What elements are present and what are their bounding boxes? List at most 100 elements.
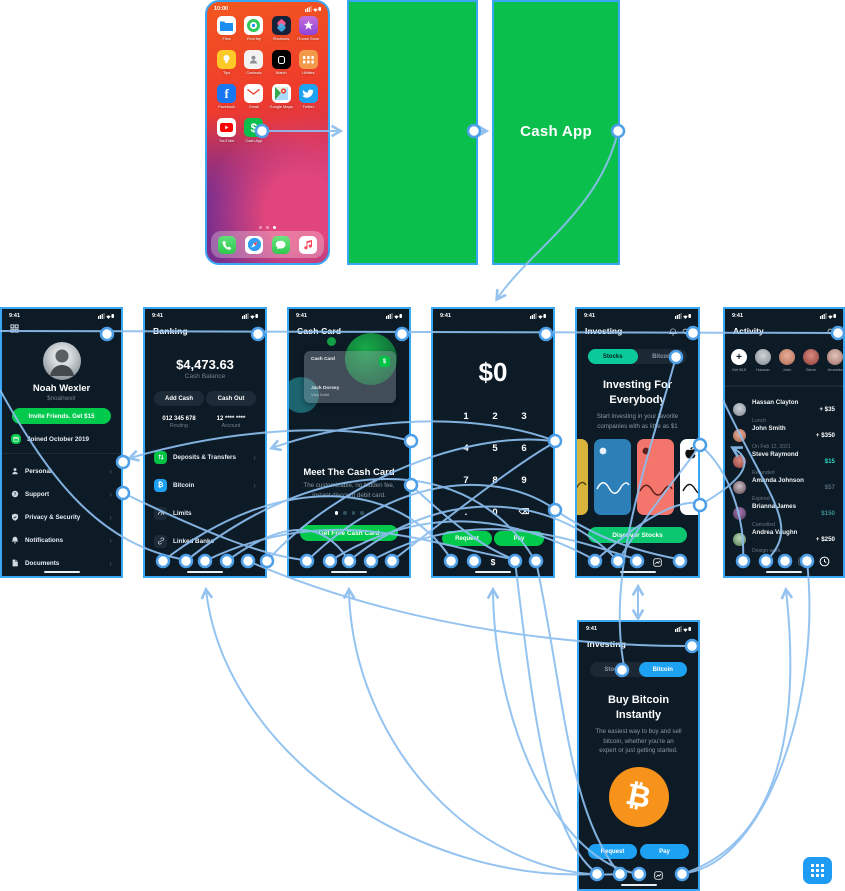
card-tab-icon[interactable] [324,558,333,567]
banking-tab-icon[interactable] [446,558,455,567]
investing-tab-icon[interactable] [220,558,230,567]
dollar-tab-icon[interactable]: $ [346,557,352,567]
banking-tab-icon[interactable] [592,871,601,880]
request-button[interactable]: Request [442,531,492,546]
banking-tab-icon[interactable] [302,558,311,567]
activity-tab-icon[interactable] [243,558,252,567]
profile-screen[interactable]: 9:41 Noah Wexler $noahwxlr Invite Friend… [0,307,123,578]
card-tab-icon[interactable] [614,871,623,880]
banking-tab-icon[interactable] [158,558,167,567]
splash-screen-blank[interactable] [347,0,478,265]
menu-item-personal[interactable]: Personal› [2,461,121,481]
menu-item-privacy[interactable]: Privacy & Security› [2,507,121,527]
cash-card-graphic[interactable]: Cash Card $ Jack Dorsey Visa Debit [304,351,396,403]
invite-friends-button[interactable]: Invite Friends. Get $15 [12,408,111,424]
messages-icon[interactable] [271,235,290,254]
bell-icon[interactable] [669,328,677,336]
cash-out-button[interactable]: Cash Out [206,391,256,406]
contact-amanda[interactable]: Amanda [827,349,843,372]
menu-item-support[interactable]: ? Support› [2,484,121,504]
safari-icon[interactable] [245,235,264,254]
key-2[interactable]: 2 [492,411,498,422]
dollar-tab-icon[interactable]: $ [490,557,496,567]
app-tips[interactable]: Tips [213,50,240,75]
menu-item-notifications[interactable]: Notifications› [2,530,121,550]
app-contacts[interactable]: Contacts [240,50,267,75]
splash-screen-logo[interactable]: Cash App [492,0,620,265]
music-icon[interactable] [298,235,317,254]
app-gmail[interactable]: Gmail [240,84,267,109]
app-googlemaps[interactable]: Google Maps [268,84,295,109]
key-backspace[interactable]: ⌫ [518,507,530,516]
app-watch[interactable]: Watch [268,50,295,75]
key-4[interactable]: 4 [463,443,469,454]
investing-screen[interactable]: 9:41 Investing Stocks Bitcoin Investing … [575,307,700,578]
banking-screen[interactable]: 9:41 Banking $4,473.63 Cash Balance Add … [143,307,267,578]
investing-tab-icon[interactable] [508,558,518,567]
key-9[interactable]: 9 [521,475,527,486]
menu-item-limits[interactable]: Limits› [145,501,265,525]
key-dot[interactable]: . [464,507,468,518]
investing-tab-icon[interactable] [797,557,807,566]
carousel-dots[interactable] [289,511,409,515]
menu-item-transfers[interactable]: Deposits & Transfers› [145,445,265,469]
card-tab-icon[interactable] [759,557,768,566]
search-icon[interactable] [682,328,690,336]
dollar-tab-icon[interactable]: $ [780,556,786,566]
app-utilities[interactable]: Utilities [295,50,322,75]
stock-card-red[interactable] [637,439,674,515]
bitcoin-screen[interactable]: 9:41 Investing Stocks Bitcoin Buy Bitcoi… [577,620,700,891]
app-findmy[interactable]: Find My [240,16,267,41]
qr-scan-icon[interactable] [10,324,19,333]
key-3[interactable]: 3 [521,411,527,422]
investing-tab-icon[interactable] [364,558,374,567]
investing-tab-icon[interactable] [653,558,663,567]
app-cashapp[interactable]: $Cash App [240,118,267,143]
home-screen[interactable]: 10:00 Files Find My Shortcuts iTunes Sto… [205,0,330,265]
key-7[interactable]: 7 [463,475,469,486]
get-cash-card-button[interactable]: Get Free Cash Card [300,525,398,541]
contact-hassan[interactable]: Hassan [755,349,771,372]
pay-button[interactable]: Pay [494,531,544,546]
card-tab-icon[interactable] [468,558,477,567]
banking-tab-icon[interactable] [590,558,599,567]
search-icon[interactable] [827,328,835,336]
contact-john[interactable]: John [779,349,795,372]
cash-card-screen[interactable]: 9:41 Cash Card Cash Card $ Jack Dorsey V… [287,307,411,578]
dollar-tab-icon[interactable]: $ [636,870,641,880]
activity-screen[interactable]: 9:41 Activity +Get $15 Hassan John Steve… [723,307,845,578]
key-6[interactable]: 6 [521,443,527,454]
app-twitter[interactable]: Twitter [295,84,322,109]
contact-steve[interactable]: Steve [803,349,819,372]
avatar[interactable] [42,342,81,380]
stock-card-apple[interactable] [680,439,698,515]
request-button[interactable]: Request [588,844,637,859]
activity-tab-icon[interactable] [676,871,685,880]
investing-tab-icon[interactable] [654,871,663,880]
app-itunes[interactable]: iTunes Store [295,16,322,41]
stock-card-blue[interactable] [594,439,631,515]
app-shortcuts[interactable]: Shortcuts [268,16,295,41]
key-8[interactable]: 8 [492,475,498,486]
pay-button[interactable]: Pay [640,844,689,859]
tab-bitcoin[interactable]: Bitcoin [638,662,687,677]
phone-icon[interactable] [218,235,237,254]
activity-tab-icon[interactable] [819,556,830,567]
tab-stocks[interactable]: Stocks [588,349,638,364]
tab-bitcoin[interactable]: Bitcoin [652,353,673,360]
key-1[interactable]: 1 [463,411,469,422]
banking-tab-icon[interactable] [738,557,747,566]
key-0[interactable]: 0 [492,507,498,518]
card-tab-icon[interactable] [180,558,189,567]
activity-tab-icon[interactable] [676,558,685,567]
apps-grid-button[interactable] [803,857,832,884]
add-cash-button[interactable]: Add Cash [154,391,204,406]
app-youtube[interactable]: YouTube [213,118,240,143]
discover-stocks-button[interactable]: Discover Stocks [588,527,687,543]
menu-item-linked-banks[interactable]: Linked Banks› [145,529,265,553]
card-tab-icon[interactable] [612,558,622,567]
contact-get15[interactable]: +Get $15 [731,349,747,372]
dollar-tab-icon[interactable]: $ [635,557,640,567]
activity-tab-icon[interactable] [531,558,540,567]
